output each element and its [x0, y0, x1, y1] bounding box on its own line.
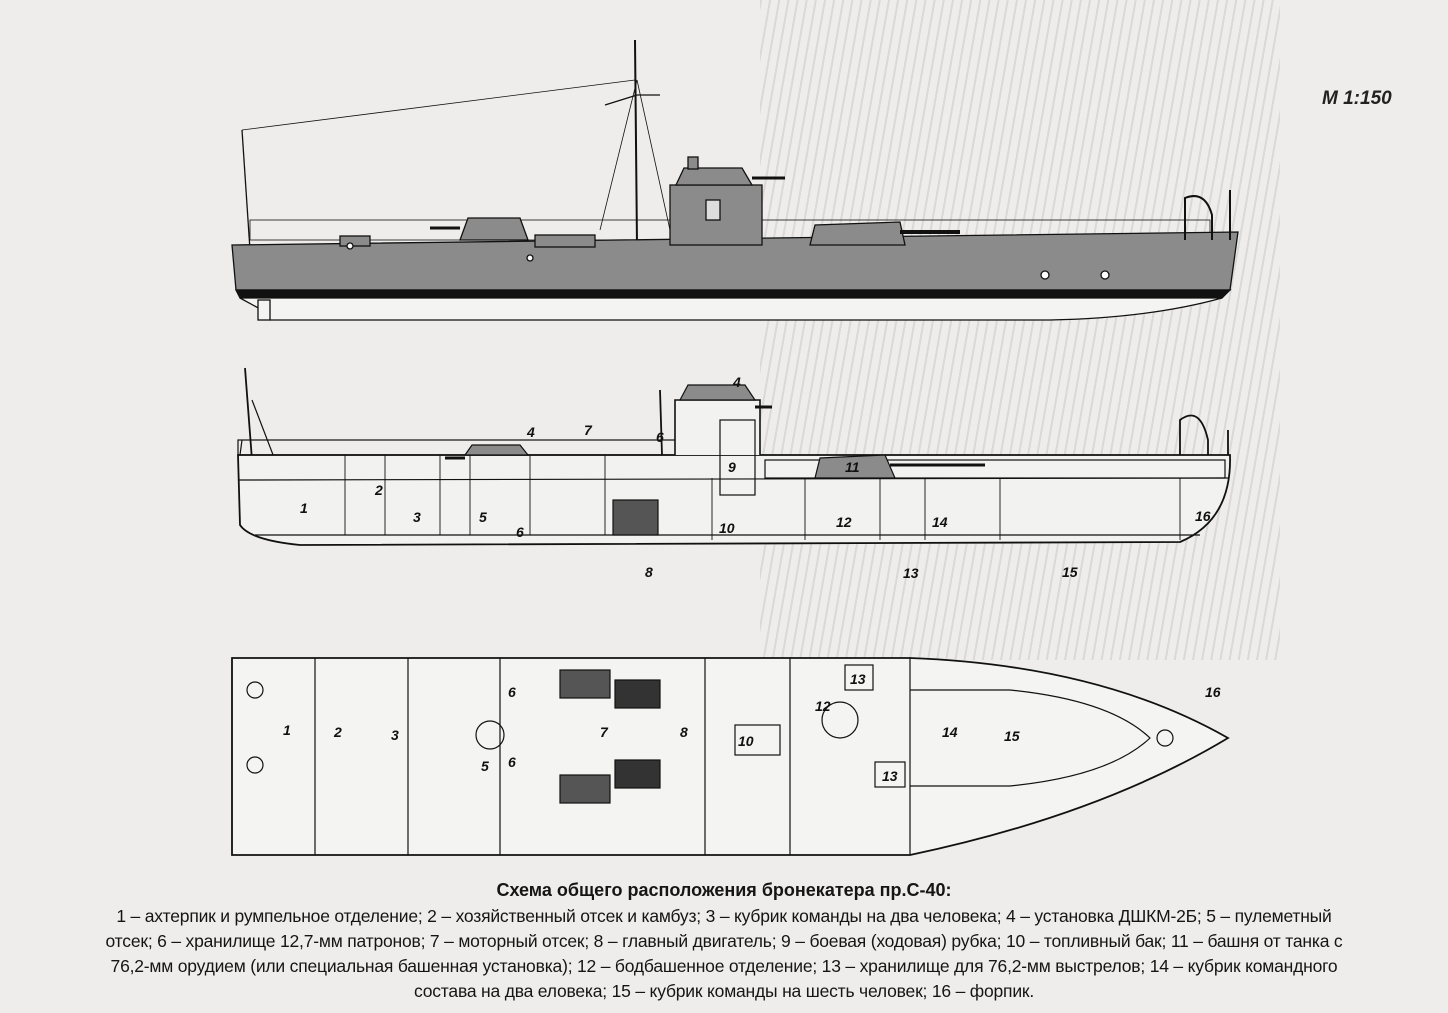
turret-ring — [821, 701, 859, 739]
plan-callout-7: 7 — [600, 724, 609, 740]
plan-callout-5: 5 — [481, 758, 489, 774]
wheelhouse-section — [674, 399, 761, 455]
plan-callout-2: 2 — [333, 724, 342, 740]
engine-port — [614, 679, 661, 709]
callout-8: 8 — [645, 564, 653, 580]
plan-callout-15: 15 — [1004, 728, 1020, 744]
callout-5: 5 — [479, 509, 487, 525]
plan-callout-13-stbd: 13 — [882, 768, 898, 784]
tank-turret-side — [809, 221, 906, 246]
callout-7: 7 — [584, 422, 593, 438]
plan-callout-16: 16 — [1205, 684, 1221, 700]
caption-line: отсек; 6 – хранилище 12,7-мм патронов; 7… — [105, 931, 1343, 951]
callout-9: 9 — [728, 459, 736, 475]
callout-13: 13 — [903, 565, 919, 581]
callout-6-high: 6 — [656, 429, 664, 445]
plan-labels: 1 2 3 5 6 6 7 8 10 12 13 13 14 15 16 — [283, 671, 1221, 784]
callout-3: 3 — [413, 509, 421, 525]
mg-turret-aft — [459, 217, 529, 241]
callout-16: 16 — [1195, 508, 1211, 524]
scale-label: М 1:150 — [1322, 88, 1392, 109]
plan-callout-10: 10 — [738, 733, 754, 749]
turret-11 — [814, 454, 896, 479]
cutaway-labels: 1 2 3 4 4 5 6 6 7 8 9 10 11 12 13 14 15 … — [300, 374, 1211, 581]
mg-turret-fwd — [674, 167, 754, 186]
callout-2: 2 — [374, 482, 383, 498]
caption-line: состава на два еловека; 15 – кубрик кома… — [413, 981, 1035, 1001]
plan-callout-1: 1 — [283, 722, 291, 738]
callout-15: 15 — [1062, 564, 1078, 580]
callout-14: 14 — [932, 514, 948, 530]
figure-caption: Схема общего расположения бронекатера пр… — [0, 880, 1448, 1004]
hull-underwater — [239, 297, 1223, 321]
caption-line: 76,2-мм орудием (или специальная башенна… — [110, 956, 1338, 976]
caption-title: Схема общего расположения бронекатера пр… — [496, 880, 952, 900]
turret-4-fwd — [679, 384, 757, 401]
callout-4-fwd: 4 — [732, 374, 741, 390]
side-profile-view — [231, 39, 1239, 321]
rubka-9 — [719, 419, 756, 496]
callout-4-aft: 4 — [526, 424, 535, 440]
plan-callout-8: 8 — [680, 724, 688, 740]
turret-4-aft — [463, 444, 530, 456]
boat-drawings: 1 2 3 4 4 5 6 6 7 8 9 10 11 12 13 14 15 … — [231, 39, 1239, 856]
cutaway-view — [237, 367, 1231, 546]
bow-davit — [1184, 195, 1213, 240]
caption-line: 1 – ахтерпик и румпельное отделение; 2 –… — [116, 906, 1332, 926]
deck-outline — [231, 657, 1230, 856]
bleed-through-text — [760, 0, 1280, 660]
engine-8 — [612, 499, 659, 536]
stern-flagstaff — [241, 129, 251, 251]
engine-stbd — [614, 759, 661, 789]
callout-11: 11 — [845, 459, 860, 475]
plan-callout-14: 14 — [942, 724, 958, 740]
callout-10: 10 — [719, 520, 735, 536]
mast — [634, 39, 638, 246]
plan-callout-12: 12 — [815, 698, 831, 714]
waterline-stripe — [234, 289, 1232, 299]
callout-12: 12 — [836, 514, 852, 530]
plan-callout-3: 3 — [391, 727, 399, 743]
antenna-wire — [241, 79, 636, 131]
callout-1: 1 — [300, 500, 308, 516]
plan-view — [231, 657, 1230, 856]
plan-callout-13-port: 13 — [850, 671, 866, 687]
plan-callout-6-port: 6 — [508, 684, 516, 700]
callout-6-low: 6 — [516, 524, 524, 540]
plan-callout-6-stbd: 6 — [508, 754, 516, 770]
